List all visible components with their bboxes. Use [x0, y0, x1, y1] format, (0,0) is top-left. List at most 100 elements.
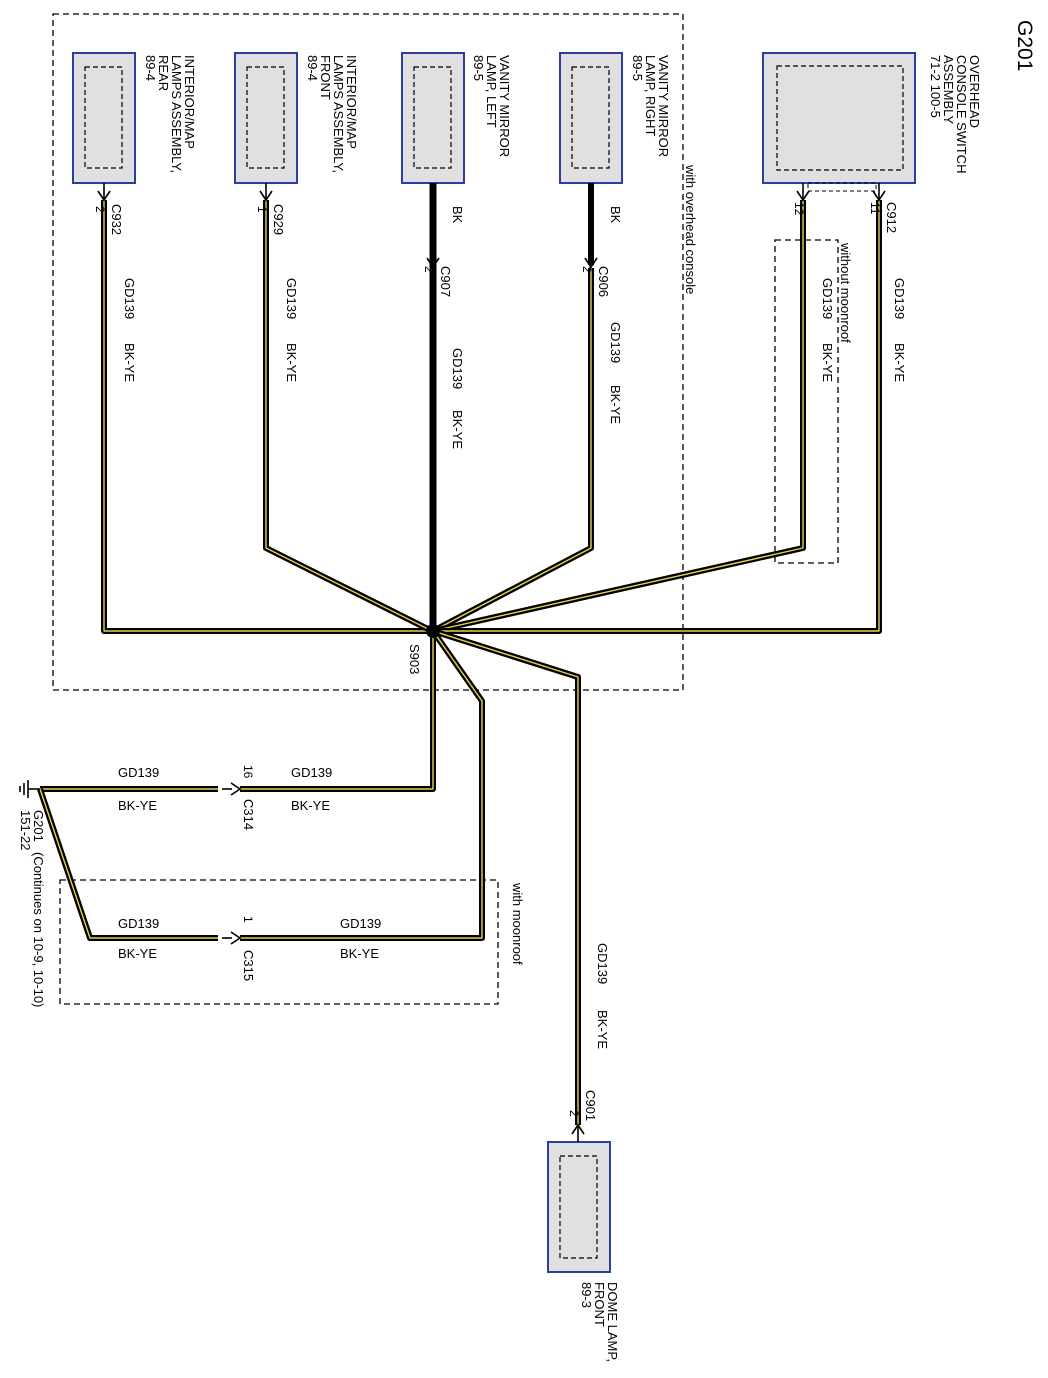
- wire-overhead-11-circuit: GD139: [892, 278, 907, 319]
- wire-overhead-12: [432, 200, 806, 634]
- wire-c314-left-color: BK-YE: [118, 798, 157, 813]
- dome-lamp-label: DOME LAMP, FRONT 89-3: [579, 1282, 620, 1362]
- wire-c314-left-circuit: GD139: [118, 765, 159, 780]
- overhead-switch-component: [762, 52, 916, 192]
- wire-front-color: BK-YE: [284, 343, 299, 382]
- connector-c929-symbol: [259, 183, 273, 202]
- connector-c906-symbol: [584, 257, 598, 269]
- wire-c315-to-ground: [37, 788, 218, 941]
- svg-text:CONSOLE SWITCH: CONSOLE SWITCH: [954, 55, 969, 173]
- svg-text:ASSEMBLY: ASSEMBLY: [941, 55, 956, 124]
- splice-dot: [426, 624, 440, 638]
- connector-c907-symbol: [426, 257, 440, 269]
- svg-text:REAR: REAR: [156, 55, 171, 91]
- interior-rear-label: INTERIOR/MAP LAMPS ASSEMBLY, REAR 89-4: [143, 55, 197, 173]
- connector-c315-pin: 1: [241, 916, 255, 923]
- connector-c901-label: C901: [583, 1090, 598, 1121]
- svg-text:89-3: 89-3: [579, 1282, 594, 1308]
- wire-dome-circuit: GD139: [595, 943, 610, 984]
- wire-overhead-11-color: BK-YE: [892, 343, 907, 382]
- connector-c901-symbol: [571, 1123, 585, 1142]
- svg-text:LAMPS ASSEMBLY,: LAMPS ASSEMBLY,: [331, 55, 346, 173]
- connector-c932-symbol: [97, 183, 111, 202]
- wire-c315-right-color: BK-YE: [340, 946, 379, 961]
- ground-name: G201: [31, 810, 46, 842]
- connector-c912-11-symbol: [872, 183, 886, 202]
- wire-c314-right-circuit: GD139: [291, 765, 332, 780]
- connector-c901-pin: 2: [567, 1110, 581, 1117]
- dome-lamp-component: [547, 1141, 611, 1273]
- svg-text:89-5: 89-5: [630, 55, 645, 81]
- ground-ref: 151-22: [18, 810, 33, 850]
- wire-vanity-right: [431, 183, 594, 634]
- svg-text:INTERIOR/MAP: INTERIOR/MAP: [344, 55, 359, 149]
- svg-text:71-2 100-5: 71-2 100-5: [928, 55, 943, 118]
- wire-vanity-left-circuit: GD139: [450, 348, 465, 389]
- wire-vanity-right-color: BK-YE: [608, 385, 623, 424]
- wire-overhead-12-color: BK-YE: [820, 343, 835, 382]
- wire-c315-left-circuit: GD139: [118, 916, 159, 931]
- with-moonroof-region: [59, 879, 499, 1005]
- interior-front-label: INTERIOR/MAP LAMPS ASSEMBLY, FRONT 89-4: [305, 55, 359, 173]
- connector-c912-pin-11: 11: [868, 202, 882, 215]
- wire-c315-left-color: BK-YE: [118, 946, 157, 961]
- vanity-left-lamp-component: [401, 52, 465, 184]
- wire-rear-circuit: GD139: [122, 278, 137, 319]
- wire-vanity-left-short: BK: [450, 206, 465, 224]
- svg-text:VANITY MIRROR: VANITY MIRROR: [497, 55, 512, 157]
- interior-rear-lamp-component: [72, 52, 136, 184]
- wire-to-c315: [240, 629, 485, 941]
- svg-text:89-4: 89-4: [143, 55, 158, 81]
- connector-c912-pin-12: 12: [792, 202, 806, 216]
- svg-text:LAMPS ASSEMBLY,: LAMPS ASSEMBLY,: [169, 55, 184, 173]
- wire-rear-color: BK-YE: [122, 343, 137, 382]
- wire-to-dome-lamp: [432, 628, 581, 1125]
- svg-text:FRONT: FRONT: [318, 55, 333, 100]
- connector-c906-pin: 2: [580, 266, 594, 273]
- svg-text:VANITY MIRROR: VANITY MIRROR: [656, 55, 671, 157]
- svg-text:LAMP, RIGHT: LAMP, RIGHT: [643, 55, 658, 136]
- splice-label: S903: [407, 644, 422, 674]
- wire-interior-front: [263, 200, 434, 634]
- wire-dome-color: BK-YE: [595, 1010, 610, 1049]
- svg-text:OVERHEAD: OVERHEAD: [967, 55, 982, 128]
- wire-vanity-left-color: BK-YE: [450, 410, 465, 449]
- svg-text:89-4: 89-4: [305, 55, 320, 81]
- svg-text:FRONT: FRONT: [592, 1282, 607, 1327]
- connector-c906-label: C906: [596, 266, 611, 297]
- connector-c314-symbol: [222, 782, 242, 796]
- with-overhead-console-label: with overhead console: [683, 164, 698, 294]
- svg-text:DOME LAMP,: DOME LAMP,: [605, 1282, 620, 1362]
- with-moonroof-label: with moonroof: [510, 882, 525, 965]
- vanity-right-lamp-component: [559, 52, 623, 184]
- wire-c315-right-circuit: GD139: [340, 916, 381, 931]
- connector-c314-label: C314: [241, 799, 256, 830]
- connector-c315-label: C315: [241, 950, 256, 981]
- ground-note: (Continues on 10-9, 10-10): [31, 852, 46, 1007]
- wire-front-circuit: GD139: [284, 278, 299, 319]
- svg-text:INTERIOR/MAP: INTERIOR/MAP: [182, 55, 197, 149]
- wire-vanity-right-circuit: GD139: [608, 322, 623, 363]
- connector-c314-pin: 16: [241, 765, 255, 779]
- ground-icon: [19, 780, 40, 798]
- vanity-right-label: VANITY MIRROR LAMP, RIGHT 89-5: [630, 55, 671, 157]
- svg-text:LAMP, LEFT: LAMP, LEFT: [484, 55, 499, 128]
- connector-c315-symbol: [222, 931, 242, 945]
- wire-interior-rear: [101, 200, 432, 634]
- connector-c912-label: C912: [884, 202, 899, 233]
- connector-c907-pin: 2: [422, 266, 436, 273]
- connector-c907-label: C907: [438, 266, 453, 297]
- connector-c929-label: C929: [271, 204, 286, 235]
- connector-c929-pin: 1: [255, 206, 269, 213]
- svg-text:89-5: 89-5: [471, 55, 486, 81]
- without-moonroof-label: without moonroof: [838, 242, 853, 343]
- interior-front-lamp-component: [234, 52, 298, 184]
- without-moonroof-region: [774, 239, 839, 564]
- vanity-left-label: VANITY MIRROR LAMP, LEFT 89-5: [471, 55, 512, 157]
- wire-to-c314: [240, 631, 436, 792]
- overhead-console-region: [52, 13, 684, 691]
- wire-vanity-right-short: BK: [608, 206, 623, 224]
- wire-overhead-11: [433, 200, 882, 634]
- wire-overhead-12-circuit: GD139: [820, 278, 835, 319]
